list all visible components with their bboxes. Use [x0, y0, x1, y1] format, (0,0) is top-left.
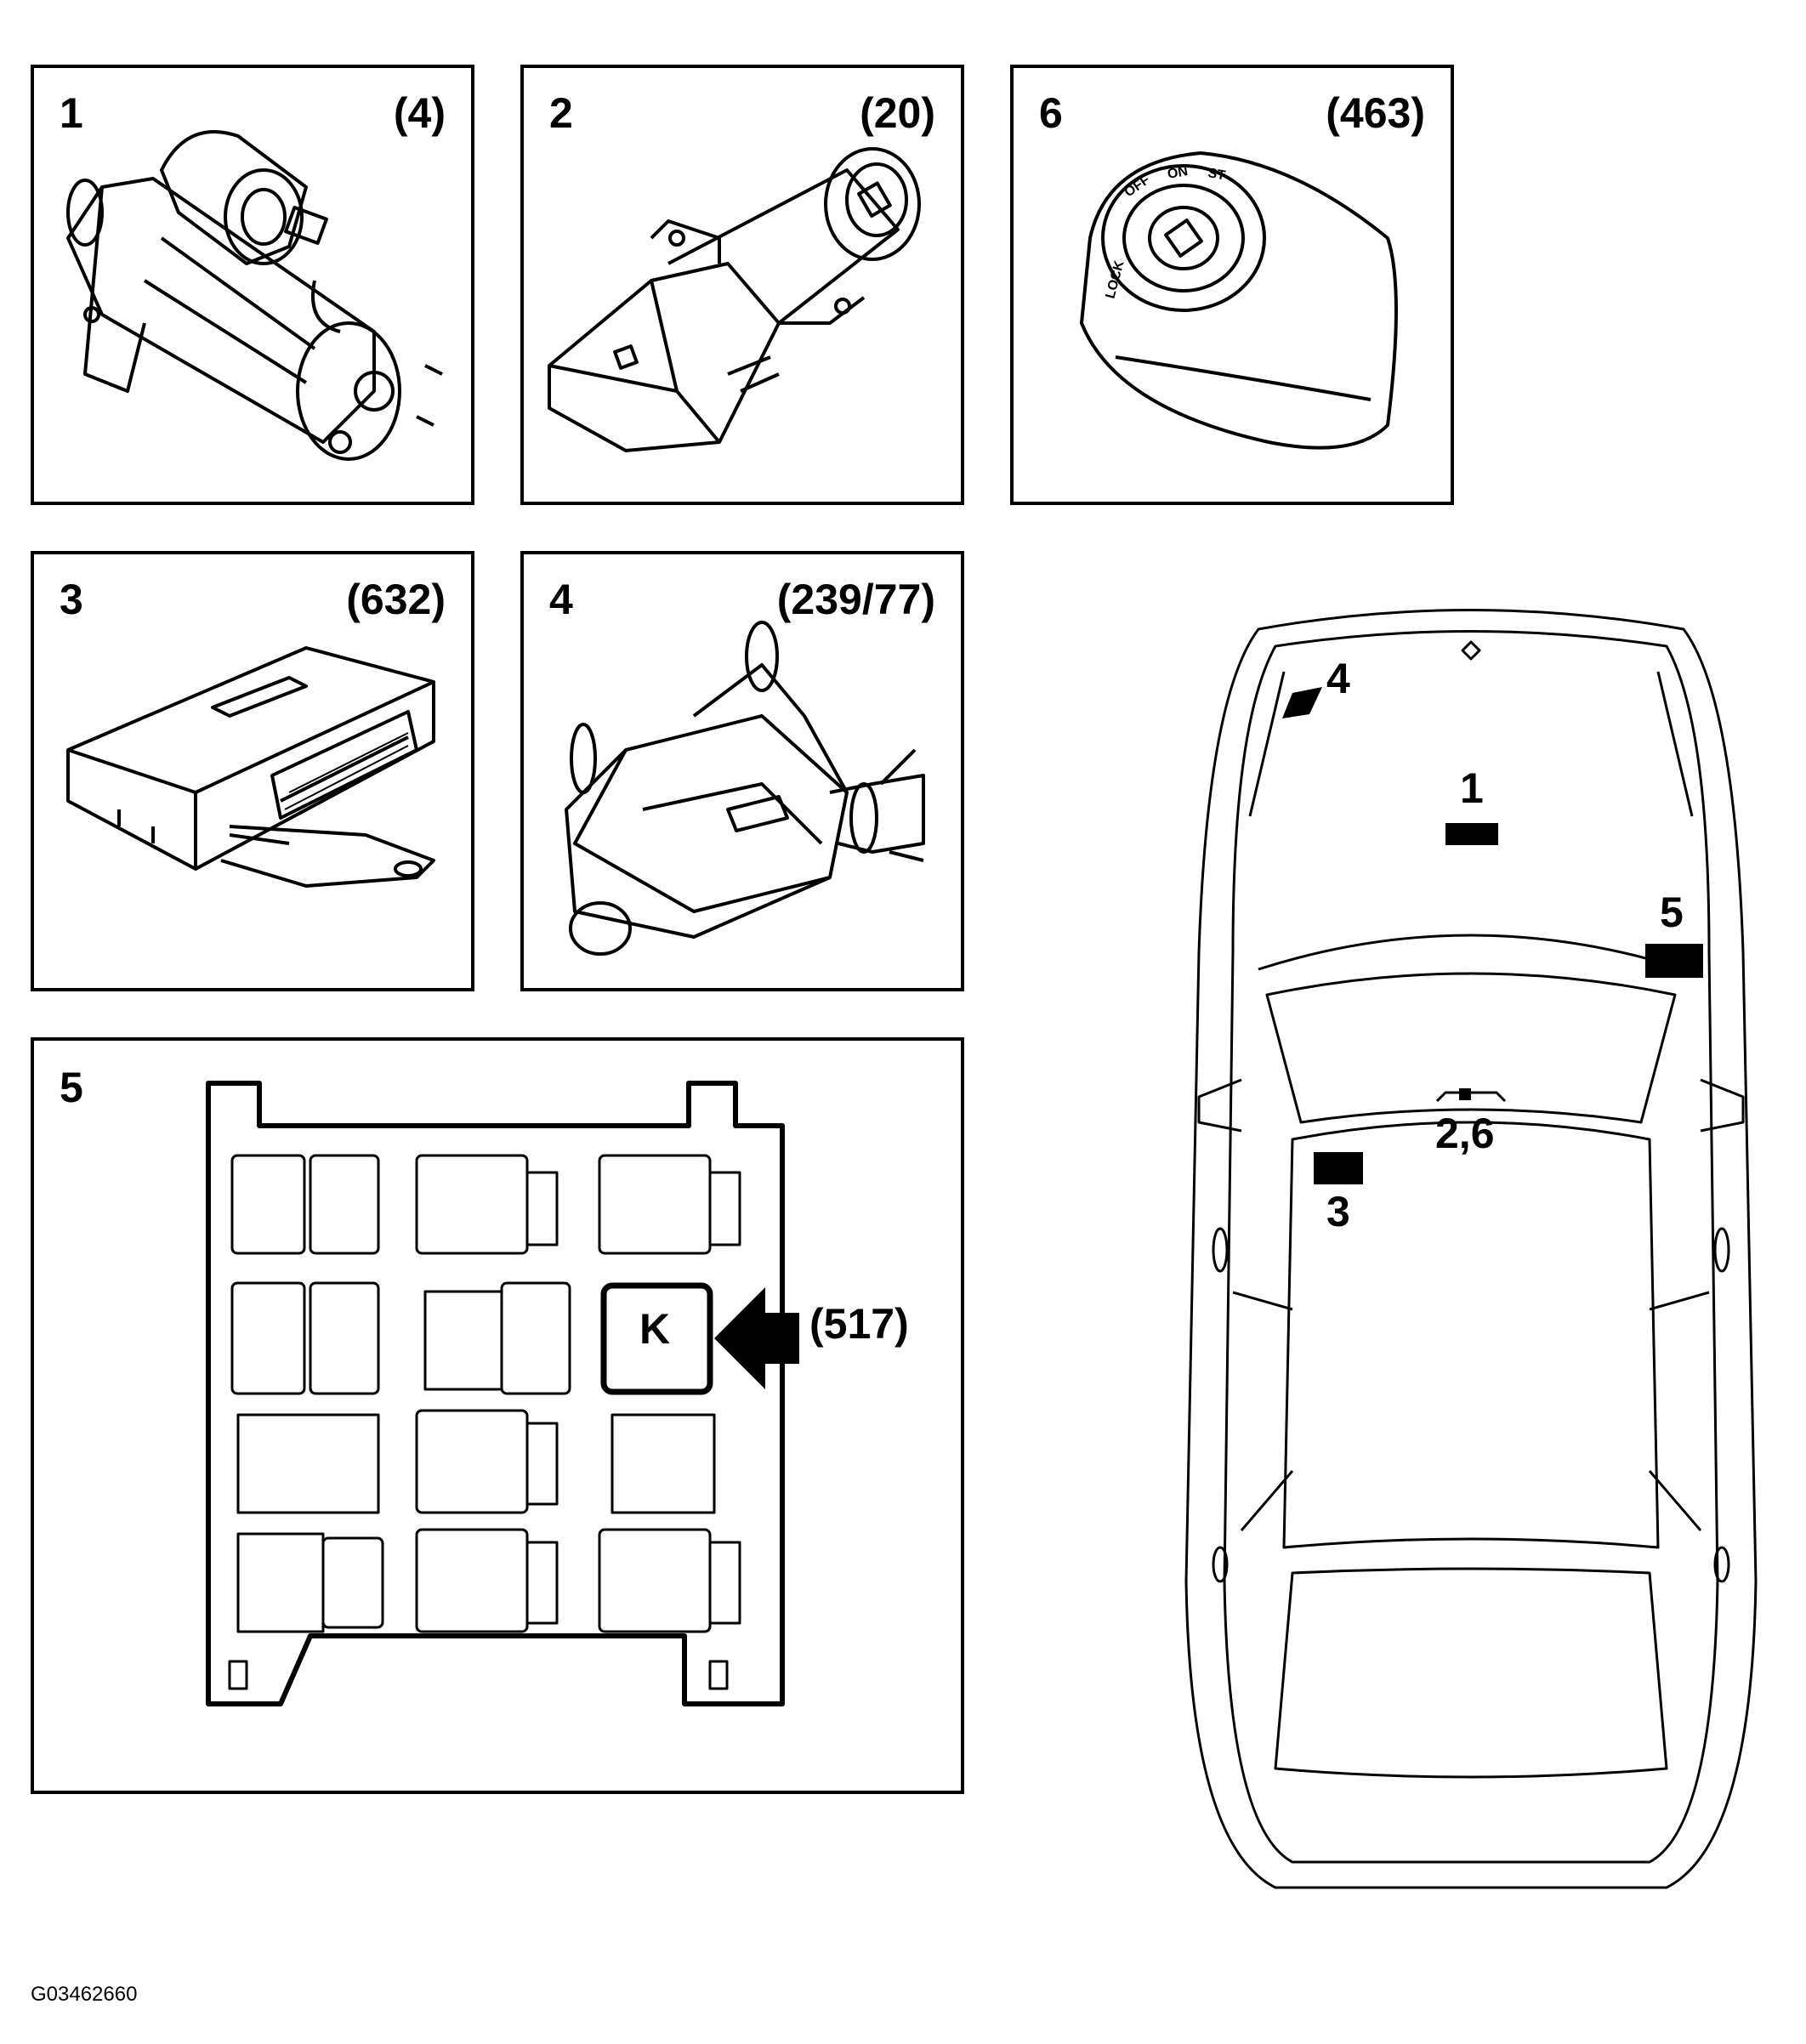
panel-number: 3	[60, 576, 83, 623]
panel-reference: (20)	[860, 89, 935, 137]
marker-5	[1645, 944, 1703, 978]
on-label: ON	[1167, 164, 1190, 182]
panel-reference: (239/77)	[776, 576, 935, 623]
panel-control-module: 3 (632)	[31, 551, 474, 991]
callout-2-6: 2,6	[1435, 1110, 1495, 1157]
figure-code: G03462660	[31, 1983, 138, 2006]
callout-4: 4	[1326, 655, 1350, 702]
relay-k-label: K	[639, 1305, 671, 1353]
relay-reference: (517)	[809, 1300, 909, 1348]
ignition-switch-icon	[548, 147, 921, 452]
panel-reference: (463)	[1326, 89, 1425, 137]
panel-number: 5	[60, 1064, 83, 1111]
starter-motor-icon	[66, 130, 443, 461]
marker-3	[1314, 1152, 1363, 1184]
panel-ignition-lock: 6 (463) LOCK OFF ON ST	[1010, 65, 1454, 505]
panel-reference: (632)	[346, 576, 446, 623]
control-module-icon	[66, 646, 435, 888]
callout-5: 5	[1660, 889, 1684, 936]
fuse-relay-box-icon	[206, 1081, 799, 1706]
car-top-view-diagram: 4 1 5 2,6 3	[1184, 609, 1758, 1889]
panel-wiper-motor: 4 (239/77)	[520, 551, 964, 991]
panel-number: 4	[549, 576, 573, 623]
st-label: ST	[1207, 166, 1226, 183]
arrow-icon	[714, 1287, 799, 1389]
panel-number: 1	[60, 89, 83, 137]
ignition-lock-cylinder-icon: LOCK OFF ON ST	[1080, 151, 1398, 450]
panel-number: 6	[1039, 89, 1063, 137]
panel-starter-motor: 1 (4)	[31, 65, 474, 505]
callout-3: 3	[1326, 1188, 1350, 1235]
callout-1: 1	[1460, 764, 1484, 812]
marker-4	[1282, 687, 1322, 718]
marker-1	[1445, 823, 1498, 845]
panel-number: 2	[549, 89, 573, 137]
panel-ignition-switch: 2 (20)	[520, 65, 964, 505]
wiper-motor-icon	[565, 621, 925, 956]
panel-fuse-relay-box: 5	[31, 1037, 964, 1794]
marker-2-6	[1459, 1088, 1471, 1100]
panel-reference: (4)	[393, 89, 446, 137]
